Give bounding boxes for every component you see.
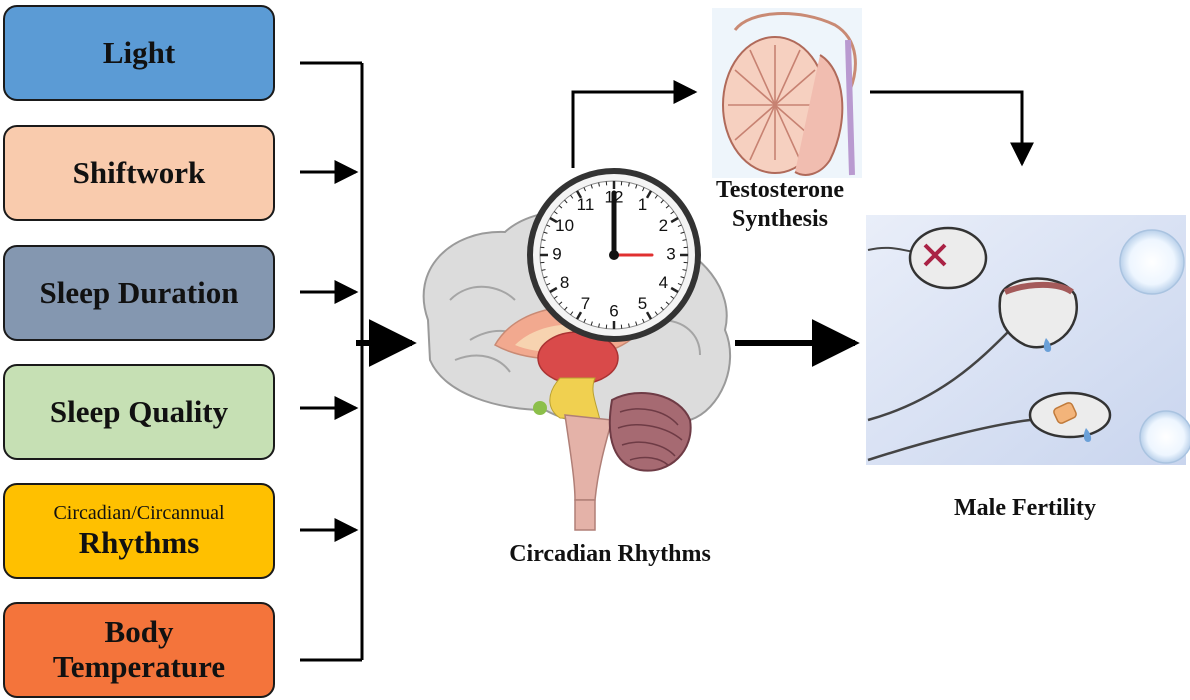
clock-tick (564, 199, 568, 204)
factor-label-rhythms: Rhythms (78, 524, 200, 560)
factor-box-sleep-quality: Sleep Quality (3, 364, 275, 460)
clock-tick (670, 216, 679, 224)
sperm-cells-illustration (866, 215, 1190, 465)
clock-tick (570, 311, 574, 316)
clock-tick (553, 295, 558, 299)
clock-number: 2 (659, 216, 668, 235)
clock-tick (543, 276, 548, 279)
clock-tick (670, 211, 675, 215)
factor-box-rhythms: Circadian/Circannual Rhythms (3, 483, 275, 579)
factor-label-sleep-quality: Sleep Quality (49, 393, 229, 429)
clock-tick (628, 182, 630, 187)
clock-tick (570, 194, 574, 199)
factor-box-body-temperature: Body Temperature (3, 602, 275, 698)
clock-tick (553, 211, 558, 215)
clock-tick (665, 205, 670, 209)
clock-tick (654, 311, 658, 316)
factor-label-light: Light (102, 34, 176, 70)
clock-tick (583, 318, 586, 323)
clock-tick (546, 283, 551, 286)
testosterone-caption-line2: Synthesis (731, 205, 829, 232)
clock-tick (549, 286, 558, 294)
factor-sublabel-rhythms: Circadian/Circannual (53, 501, 225, 524)
clock-tick (590, 321, 593, 326)
clock-tick (558, 205, 563, 209)
clock-tick (549, 216, 558, 224)
clock-tick (660, 199, 664, 204)
clock-tick (670, 286, 679, 294)
clock-number: 3 (666, 244, 675, 263)
clock-number: 6 (609, 301, 618, 320)
clock-number: 9 (552, 244, 561, 263)
fertility-arrow-down (870, 90, 1034, 167)
clock-number: 5 (638, 294, 647, 313)
clock-tick (635, 321, 638, 326)
outcome-caption: Male Fertility (954, 495, 1096, 521)
clock-tick (564, 306, 568, 311)
factor-label-sleep-duration: Sleep Duration (39, 274, 239, 310)
clock-tick (682, 239, 687, 241)
factor-connectors (300, 61, 417, 662)
clock-icon: 121234567891011 (527, 168, 701, 342)
clock-tick (598, 182, 600, 187)
factor-box-sleep-duration: Sleep Duration (3, 245, 275, 341)
testis-illustration (712, 8, 862, 178)
clock-tick (583, 187, 586, 192)
clock-tick (670, 295, 675, 299)
clock-number: 10 (555, 216, 574, 235)
clock-tick (558, 301, 563, 305)
clock-tick (642, 318, 645, 323)
clock-tick (543, 231, 548, 234)
clock-number: 4 (659, 273, 668, 292)
factor-box-light: Light (3, 5, 275, 101)
testosterone-caption-line1: Testosterone (716, 177, 844, 203)
clock-tick (654, 194, 658, 199)
clock-tick (680, 276, 685, 279)
clock-number: 7 (581, 294, 590, 313)
clock-number: 1 (638, 195, 647, 214)
clock-tick (642, 187, 645, 192)
clock-tick (541, 239, 546, 241)
clock-tick (546, 224, 551, 227)
clock-number: 8 (560, 273, 569, 292)
factor-label-shiftwork: Shiftwork (72, 154, 206, 190)
clock-tick (645, 311, 653, 320)
clock-tick (645, 190, 653, 199)
factor-label-body-temperature: Body Temperature (52, 614, 226, 684)
clock-tick (598, 323, 600, 328)
clock-tick (635, 184, 638, 189)
clock-tick (680, 231, 685, 234)
clock-tick (665, 301, 670, 305)
clock-tick (575, 190, 583, 199)
clock-tick (677, 283, 682, 286)
testosterone-caption: Testosterone Synthesis (680, 176, 880, 234)
clock-tick (677, 224, 682, 227)
factor-box-shiftwork: Shiftwork (3, 125, 275, 221)
clock-tick (590, 184, 593, 189)
testosterone-arrow (571, 80, 698, 168)
clock-number: 11 (577, 195, 595, 214)
clock-tick (628, 323, 630, 328)
clock-tick (575, 311, 583, 320)
clock-tick (660, 306, 664, 311)
clock-tick (541, 269, 546, 271)
center-caption: Circadian Rhythms (509, 541, 711, 567)
clock-tick (682, 269, 687, 271)
